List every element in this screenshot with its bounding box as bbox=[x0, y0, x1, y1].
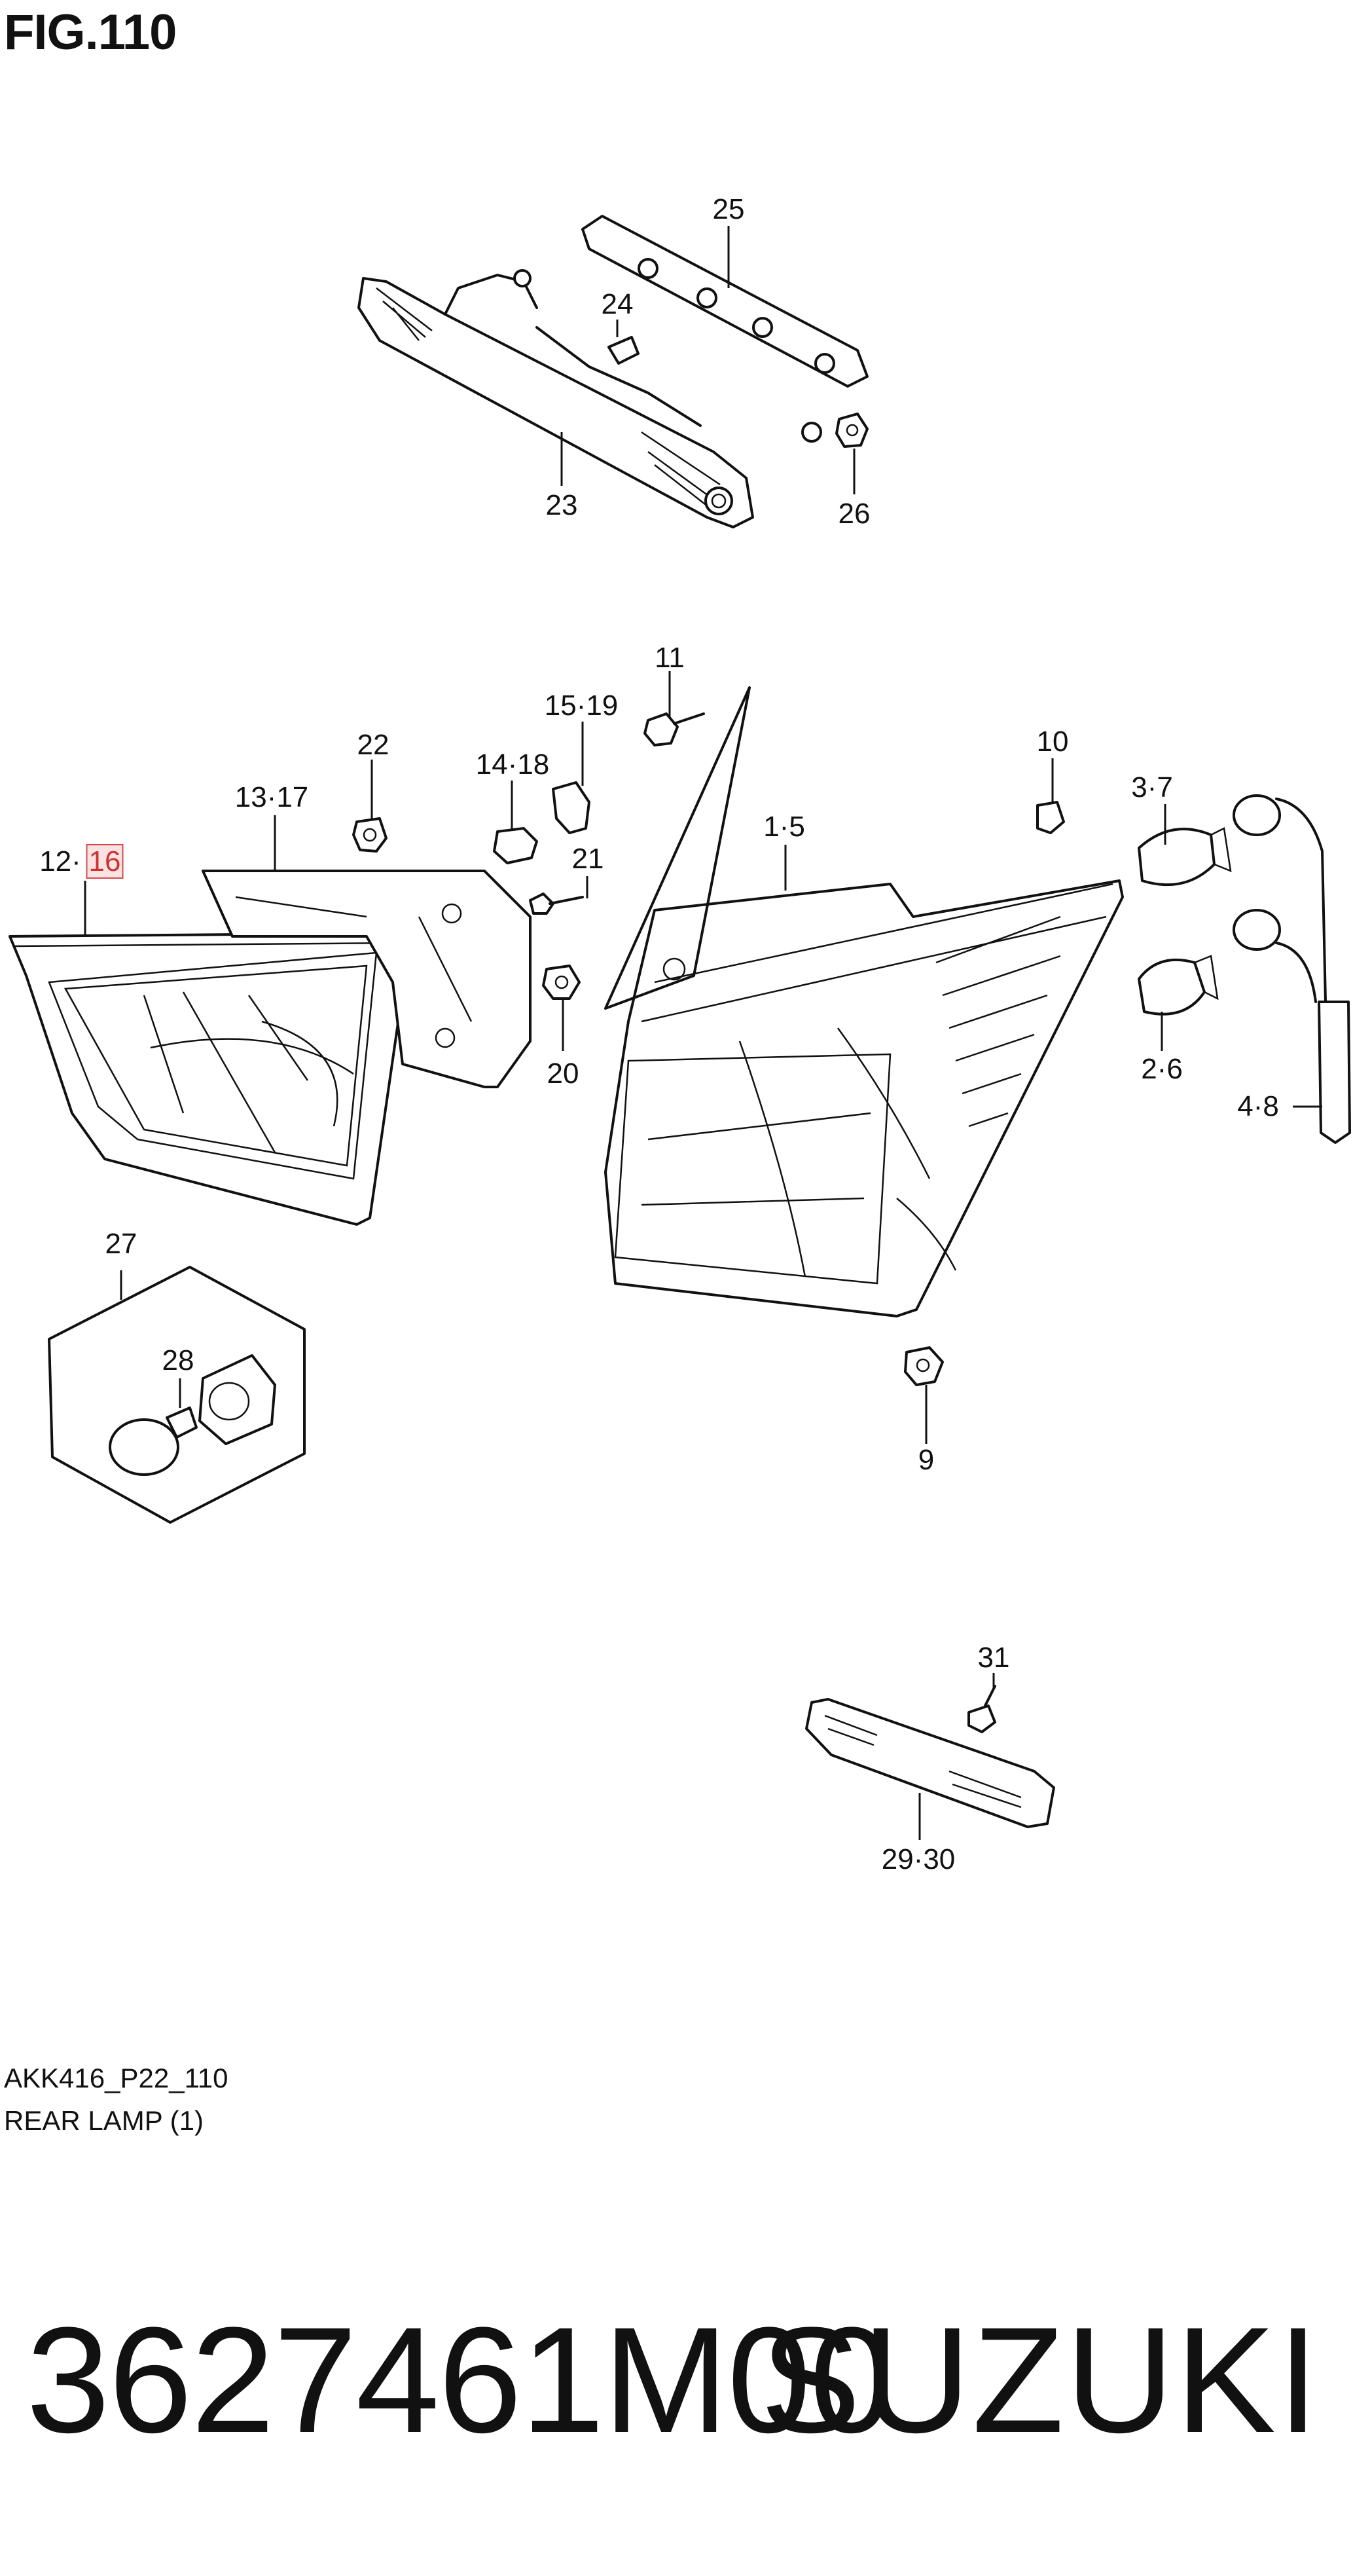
connector-harness-25 bbox=[581, 215, 869, 388]
callout-1-5: 1·5 bbox=[763, 811, 805, 843]
callout-31: 31 bbox=[977, 1642, 1010, 1674]
callout-16-label: 16 bbox=[86, 844, 124, 879]
callout-10: 10 bbox=[1036, 726, 1069, 758]
callout-24: 24 bbox=[601, 288, 634, 320]
clip-9 bbox=[904, 1346, 944, 1386]
part-number: 3627461M00 bbox=[26, 2296, 893, 2464]
bulb-3-7 bbox=[1138, 827, 1232, 887]
socket-assembly-inset-27 bbox=[48, 1266, 306, 1524]
callout-16-highlighted[interactable]: 16 bbox=[86, 844, 124, 879]
callout-25: 25 bbox=[712, 193, 745, 225]
inner-lamp-12-16 bbox=[9, 932, 410, 1226]
callout-28: 28 bbox=[162, 1344, 194, 1376]
callout-26: 26 bbox=[838, 498, 871, 530]
callout-14-18: 14·18 bbox=[475, 748, 550, 781]
callout-3-7: 3·7 bbox=[1131, 771, 1173, 803]
bulb-14-18 bbox=[493, 827, 538, 864]
callout-20: 20 bbox=[547, 1058, 579, 1090]
callout-23: 23 bbox=[545, 489, 578, 521]
figure-code: AKK416_P22_110 bbox=[4, 2063, 228, 2093]
callout-9: 9 bbox=[918, 1444, 935, 1476]
figure-title: FIG.110 bbox=[4, 5, 177, 60]
mounting-bracket-outline bbox=[604, 686, 751, 1010]
clip-20 bbox=[542, 965, 581, 1000]
callout-4-8: 4·8 bbox=[1237, 1090, 1279, 1122]
bulb-2-6 bbox=[1138, 955, 1219, 1016]
rear-combination-lamp-1-5 bbox=[604, 879, 1124, 1317]
callout-29-30: 29·30 bbox=[881, 1843, 956, 1875]
callout-11: 11 bbox=[655, 642, 685, 674]
lamp-bracket-13-17 bbox=[202, 870, 532, 1088]
exploded-diagram bbox=[9, 215, 1351, 1840]
clip-10 bbox=[1036, 801, 1065, 834]
bulb-24 bbox=[607, 336, 640, 365]
brand-name: SUZUKI bbox=[760, 2296, 1320, 2464]
screw-11 bbox=[643, 712, 705, 746]
clip-22 bbox=[352, 817, 388, 853]
callout-15-19: 15·19 bbox=[544, 690, 619, 722]
callout-22: 22 bbox=[357, 729, 389, 761]
socket-15-19 bbox=[552, 781, 590, 834]
callout-13-17: 13·17 bbox=[234, 781, 309, 813]
side-marker-29-30 bbox=[805, 1698, 1055, 1828]
high-mount-stop-lamp bbox=[357, 269, 822, 528]
callout-2-6: 2·6 bbox=[1141, 1053, 1183, 1085]
socket-harness-4-8 bbox=[1233, 794, 1351, 1144]
figure-description: REAR LAMP (1) bbox=[4, 2105, 204, 2136]
callout-27: 27 bbox=[105, 1228, 137, 1260]
screw-21 bbox=[529, 892, 584, 915]
screw-31 bbox=[967, 1685, 996, 1733]
callout-12: 12· bbox=[39, 845, 81, 877]
nut-26 bbox=[835, 413, 869, 448]
callout-21: 21 bbox=[571, 843, 604, 875]
